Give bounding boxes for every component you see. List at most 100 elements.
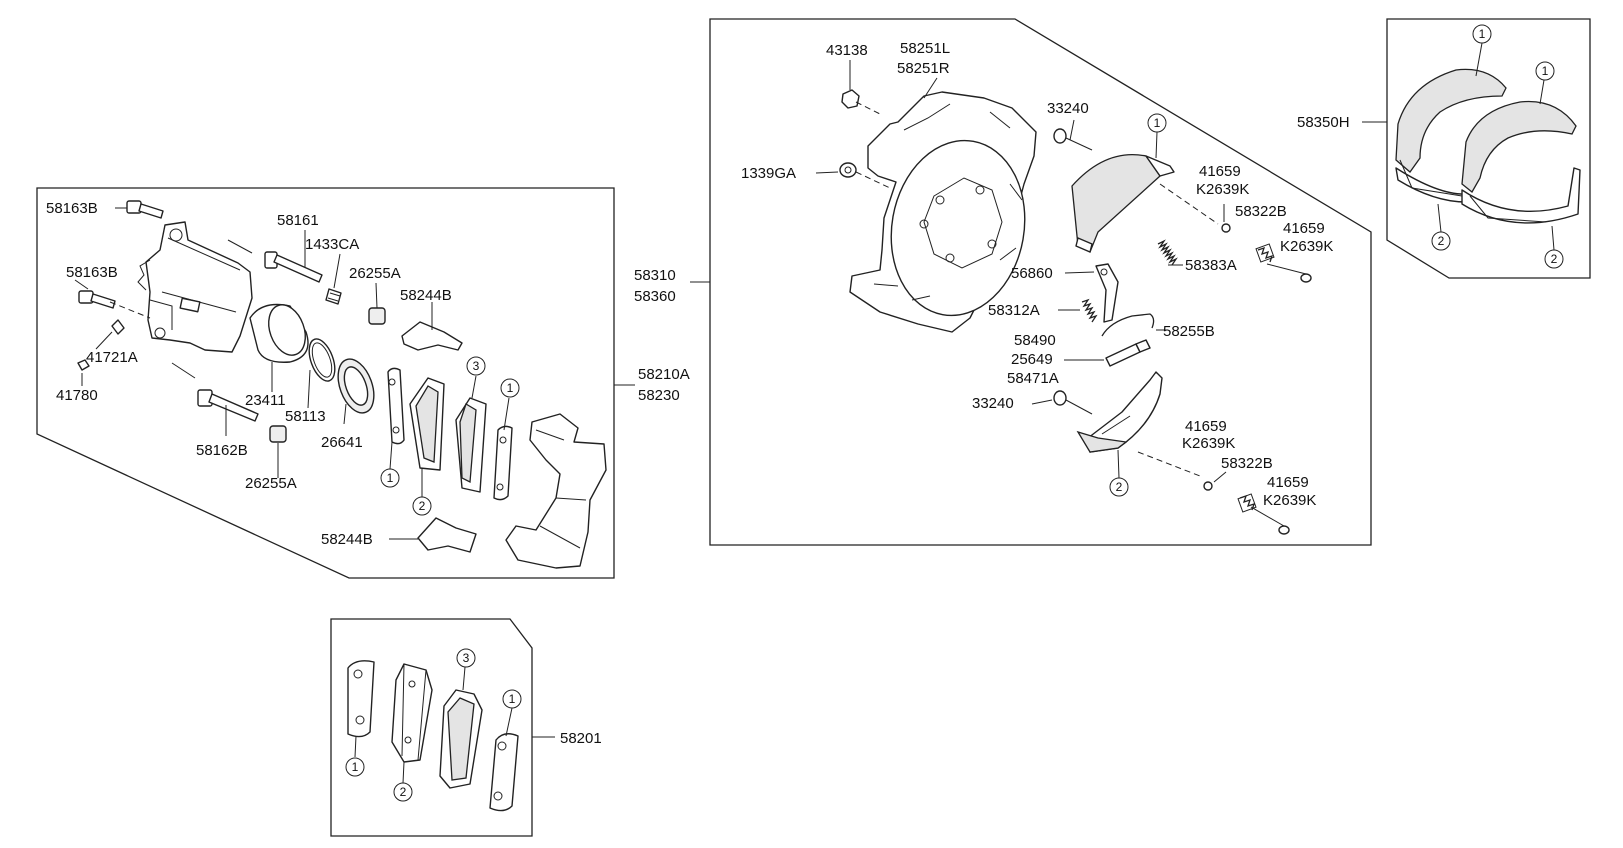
bolt-58163b-upper (126, 200, 164, 219)
label-k2639k-b: K2639K (1280, 238, 1333, 255)
label-41659-c: 41659 (1185, 418, 1227, 435)
label-58383a: 58383A (1185, 257, 1237, 274)
label-58244b-upper: 58244B (400, 287, 452, 304)
label-58322b-lower: 58322B (1221, 455, 1273, 472)
label-23411: 23411 (245, 392, 286, 409)
label-58161: 58161 (277, 212, 319, 229)
svg-text:1: 1 (509, 692, 516, 706)
label-25649: 25649 (1011, 351, 1053, 368)
shim-1-front (387, 367, 405, 445)
parking-shoe-1-front (1461, 100, 1581, 224)
label-k2639k-d: K2639K (1263, 492, 1316, 509)
label-k2639k-a: K2639K (1196, 181, 1249, 198)
marker-2-parking-b: 2 (1544, 249, 1564, 269)
rear-brake-group-frame (709, 18, 1372, 546)
svg-text:1: 1 (1154, 116, 1161, 130)
caliper-housing (137, 221, 253, 353)
label-58255b: 58255B (1163, 323, 1215, 340)
label-58360: 58360 (634, 288, 676, 305)
shoe-2-lower (1076, 371, 1163, 453)
spring-41659-upper (1255, 243, 1275, 263)
pin-33240-upper (1053, 128, 1093, 151)
kit-pad-3 (439, 689, 483, 789)
label-58312a: 58312A (988, 302, 1040, 319)
guide-pin-58161 (264, 251, 323, 283)
pad-clip-58244b-lower (417, 517, 477, 553)
label-58471a: 58471A (1007, 370, 1059, 387)
label-33240-lower: 33240 (972, 395, 1014, 412)
label-k2639k-c: K2639K (1182, 435, 1235, 452)
washer-1339ga (839, 162, 857, 178)
spring-58383a (1157, 239, 1178, 266)
marker-2-kit: 2 (393, 782, 413, 802)
label-1433ca: 1433CA (305, 236, 359, 253)
svg-text:3: 3 (473, 359, 480, 373)
guide-pin-58162b (197, 389, 259, 422)
svg-text:2: 2 (419, 499, 426, 513)
parking-shoe-group-frame (1386, 18, 1591, 279)
bolt-43138 (841, 89, 860, 109)
marker-1-rear-upper-shoe: 1 (1147, 113, 1167, 133)
pad-2-front (409, 377, 445, 471)
marker-2-rear-lower-shoe: 2 (1109, 477, 1129, 497)
label-26641: 26641 (321, 434, 363, 451)
label-41659-b: 41659 (1283, 220, 1325, 237)
front-caliper-group-frame (36, 187, 615, 579)
svg-text:1: 1 (387, 471, 394, 485)
label-58251l: 58251L (900, 40, 950, 57)
adjuster-58490 (1105, 339, 1151, 367)
kit-pad-2 (391, 663, 433, 763)
label-58244b-lower: 58244B (321, 531, 373, 548)
label-58163b-upper: 58163B (46, 200, 98, 217)
label-43138: 43138 (826, 42, 868, 59)
pin-boot-1433ca (325, 288, 342, 305)
spring-58255b (1101, 313, 1155, 337)
svg-text:2: 2 (400, 785, 407, 799)
shim-1-front-outer (493, 425, 513, 501)
svg-text:3: 3 (463, 651, 470, 665)
label-41659-a: 41659 (1199, 163, 1241, 180)
svg-text:1: 1 (1479, 27, 1486, 41)
label-26255a-lower: 26255A (245, 475, 297, 492)
label-58322b-upper: 58322B (1235, 203, 1287, 220)
label-58162b: 58162B (196, 442, 248, 459)
label-33240-upper: 33240 (1047, 100, 1089, 117)
label-58210a: 58210A (638, 366, 690, 383)
boot-26255a-upper (368, 307, 386, 325)
cap-41780 (77, 359, 90, 371)
marker-1-kit-left: 1 (345, 757, 365, 777)
svg-text:1: 1 (1542, 64, 1549, 78)
marker-3-kit: 3 (456, 648, 476, 668)
pin-33240-lower (1053, 390, 1093, 415)
backing-plate (849, 91, 1037, 333)
marker-1-front-left: 1 (380, 468, 400, 488)
svg-text:2: 2 (1551, 252, 1558, 266)
label-41659-d: 41659 (1267, 474, 1309, 491)
label-58163b-lower: 58163B (66, 264, 118, 281)
shoe-1-upper (1071, 153, 1175, 253)
pad-kit-group-frame (330, 618, 533, 837)
label-58350h: 58350H (1297, 114, 1350, 131)
caliper-bracket (505, 413, 607, 569)
svg-text:1: 1 (352, 760, 359, 774)
label-58201: 58201 (560, 730, 602, 747)
kit-shim-1-left (347, 660, 375, 738)
label-26255a-upper: 26255A (349, 265, 401, 282)
label-56860: 56860 (1011, 265, 1053, 282)
cup-k2639k-upper (1300, 273, 1312, 283)
bolt-58163b-lower (78, 290, 116, 309)
label-58310: 58310 (634, 267, 676, 284)
marker-1-parking-a: 1 (1472, 24, 1492, 44)
marker-1-parking-b: 1 (1535, 61, 1555, 81)
cup-k2639k-lower (1278, 525, 1290, 535)
label-41780: 41780 (56, 387, 98, 404)
marker-1-kit-right: 1 (502, 689, 522, 709)
pad-3-front (455, 397, 487, 493)
adjuster-lever-56860 (1095, 263, 1119, 323)
svg-text:2: 2 (1116, 480, 1123, 494)
marker-3-front: 3 (466, 356, 486, 376)
boot-26255a-lower (269, 425, 287, 443)
marker-2-front: 2 (412, 496, 432, 516)
bleeder-41721a (111, 319, 125, 335)
